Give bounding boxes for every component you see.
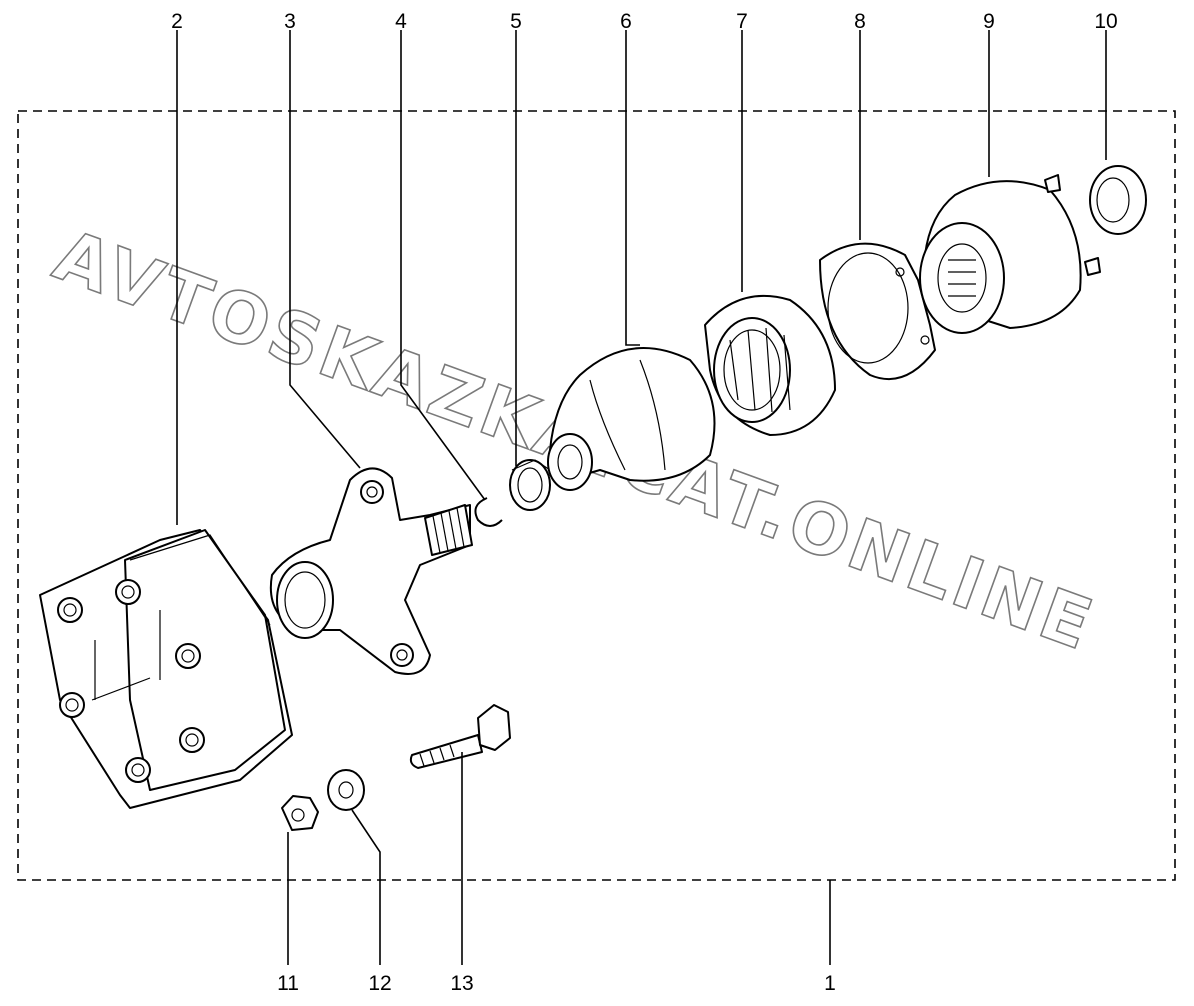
callout-2: 2	[171, 10, 183, 33]
joint-housing-part	[919, 174, 1101, 334]
small-bearing-part	[1089, 165, 1147, 235]
callout-7: 7	[736, 10, 748, 33]
callout-12: 12	[368, 972, 391, 995]
callout-1: 1	[824, 972, 836, 995]
flange-shaft-part	[269, 467, 473, 675]
callout-labels: 2 3 4 5 6 7 8 9 10 11 12 13 1	[171, 10, 1118, 995]
leader-12	[351, 809, 381, 965]
nut-part	[281, 795, 319, 831]
flexible-coupling-part	[39, 529, 293, 809]
callout-8: 8	[854, 10, 866, 33]
callout-10: 10	[1094, 10, 1117, 33]
leader-4	[400, 30, 486, 501]
boot-cover-part	[547, 347, 716, 491]
callout-9: 9	[983, 10, 995, 33]
leader-6	[625, 30, 640, 346]
clamp-band-part	[819, 242, 936, 381]
washer-part	[327, 769, 365, 811]
assembly-boundary	[17, 110, 1176, 881]
leader-lines	[176, 30, 1107, 965]
leader-3	[289, 30, 361, 469]
bolt-part	[409, 704, 511, 769]
callout-11: 11	[277, 972, 299, 995]
callout-4: 4	[395, 10, 407, 33]
bearing-ring-part	[509, 459, 551, 511]
callout-13: 13	[450, 972, 473, 995]
callout-3: 3	[284, 10, 296, 33]
callout-6: 6	[620, 10, 632, 33]
callout-5: 5	[510, 10, 522, 33]
circlip-part	[474, 497, 503, 527]
bearing-race-part	[704, 294, 836, 436]
